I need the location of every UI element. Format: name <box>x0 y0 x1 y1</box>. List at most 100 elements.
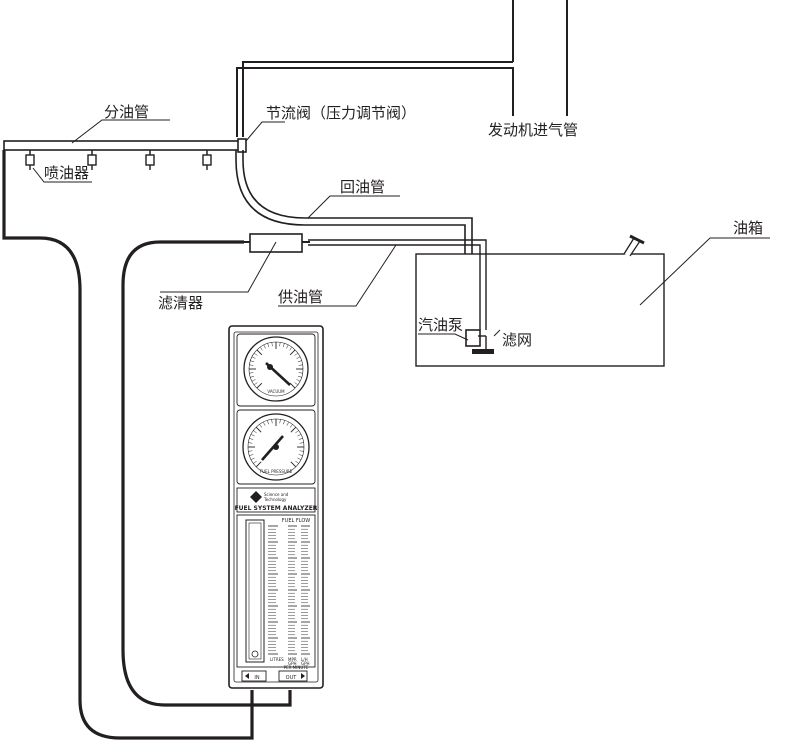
port-out: OUT <box>278 670 308 682</box>
hose-from-analyzer-out <box>121 240 292 707</box>
gauge-tick <box>290 461 297 468</box>
scale-per-minute: PER MINUTE <box>284 665 309 670</box>
vacuum-gauge-label: VACUUM <box>267 389 285 394</box>
label-strainer: 滤网 <box>502 331 532 349</box>
gauge-tick <box>297 375 302 378</box>
fuel-rail <box>3 138 247 153</box>
label-tank: 油箱 <box>733 219 763 237</box>
gauge-tick <box>296 356 301 359</box>
gauge-tick <box>267 343 270 348</box>
gauge-tick <box>250 360 255 363</box>
engine-intake-pipe <box>236 0 568 137</box>
gauge-tick <box>249 454 254 456</box>
gauge-tick <box>251 379 256 382</box>
gauge-tick <box>282 343 285 348</box>
pressure-needle <box>261 435 284 461</box>
scale-sub-gph-1: GPH <box>288 661 297 666</box>
gauge-tick <box>286 421 289 426</box>
gauge-tick <box>279 419 281 424</box>
port-in: IN <box>241 670 267 682</box>
gauge-tick <box>290 426 297 433</box>
pressure-gauge-label: FUEL PRESSURE <box>260 469 293 474</box>
vacuum-gauge-ticks <box>249 342 303 389</box>
supply-pipe <box>308 239 487 330</box>
gauge-tick <box>271 342 273 347</box>
gauge-tick <box>249 438 254 440</box>
gauge-tick <box>250 434 255 437</box>
gauge-tick <box>299 442 304 444</box>
gauge-tick <box>256 382 263 389</box>
gauge-tick <box>298 454 303 456</box>
gauge-tick <box>253 460 257 464</box>
scale-sub-gph-2: GPH <box>301 661 310 666</box>
gauge-tick <box>297 457 302 460</box>
label-pump: 汽油泵 <box>418 316 463 334</box>
injector-4 <box>202 150 212 170</box>
gauge-tick <box>250 457 255 460</box>
gauge-tick <box>279 342 281 347</box>
label-throttle: 节流阀（压力调节阀） <box>266 104 416 122</box>
gauge-tick <box>297 434 302 437</box>
pressure-gauge: FUEL PRESSURE <box>236 409 316 485</box>
gauge-tick <box>296 379 301 382</box>
gauge-tick <box>259 347 263 351</box>
arrow-in-icon <box>245 673 249 679</box>
flow-float <box>251 650 259 658</box>
gauge-tick <box>256 349 263 356</box>
fuel-tank <box>415 234 665 367</box>
label-filter: 滤清器 <box>158 294 203 312</box>
hose-to-analyzer-in <box>2 150 254 740</box>
scale-unit-litres: LITRES <box>270 657 284 662</box>
gauge-tick <box>255 461 262 468</box>
gauge-tick <box>263 344 266 349</box>
gauge-tick <box>294 382 298 386</box>
gauge-tick <box>249 364 254 366</box>
gauge-tick <box>298 372 303 374</box>
leader-lines <box>32 119 770 341</box>
gauge-tick <box>283 420 285 425</box>
injector-2 <box>87 150 97 170</box>
gauge-tick <box>253 430 257 434</box>
gauge-tick <box>267 420 269 425</box>
gauge-tick <box>289 424 293 428</box>
model-name: FUEL SYSTEM ANALYZER <box>235 505 318 512</box>
label-intake: 发动机进气管 <box>488 121 578 139</box>
gauge-tick <box>271 419 273 424</box>
vacuum-gauge: VACUUM <box>236 333 316 407</box>
fuel-pump <box>465 329 487 350</box>
label-injector: 喷油器 <box>44 164 89 182</box>
gauge-tick <box>289 382 296 389</box>
gauge-tick <box>298 364 303 366</box>
gauge-tick <box>248 442 253 444</box>
flow-title: FUEL FLOW <box>282 518 310 524</box>
port-in-label: IN <box>254 675 259 681</box>
gauge-tick <box>298 438 303 440</box>
pressure-gauge-ticks <box>248 419 304 468</box>
label-manifold: 分油管 <box>104 103 149 121</box>
injector-3 <box>145 150 155 170</box>
gauge-tick <box>254 382 258 386</box>
brand-logo-icon <box>250 491 262 503</box>
fuel-system-analyzer: VACUUM FUEL PRESSURE Science and Technol… <box>228 325 324 689</box>
strainer <box>472 349 494 354</box>
gauge-tick <box>294 352 298 356</box>
gauge-tick <box>295 430 299 434</box>
injector-1 <box>25 150 35 170</box>
gauge-tick <box>254 352 258 356</box>
arrow-out-icon <box>301 673 305 679</box>
gauge-tick <box>286 344 289 349</box>
gauge-tick <box>251 356 256 359</box>
label-supply-pipe: 供油管 <box>278 288 323 306</box>
brand-panel: Science and Technology FUEL SYSTEM ANALY… <box>235 487 318 513</box>
gauge-tick <box>259 424 263 428</box>
gauge-tick <box>263 421 266 426</box>
gauge-tick <box>297 360 302 363</box>
gauge-tick <box>295 460 299 464</box>
gauge-tick <box>299 450 304 452</box>
gauge-tick <box>250 375 255 378</box>
port-out-label: OUT <box>286 675 298 681</box>
scale-unit-mpr: MPR <box>288 657 297 662</box>
return-pipe <box>235 150 473 330</box>
gauge-tick <box>289 347 293 351</box>
